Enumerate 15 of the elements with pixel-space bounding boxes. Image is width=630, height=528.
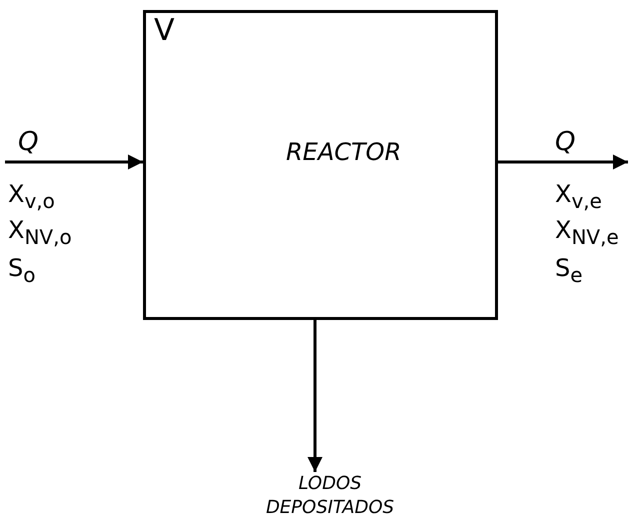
edge-label: Q [555, 128, 576, 156]
reactor-box [143, 10, 498, 320]
box-title: REACTOR [286, 138, 402, 166]
variable-label: X$_{NV,o}$ [8, 216, 72, 249]
arrow [308, 320, 322, 472]
sludge-label: LODOS DEPOSITADOS [264, 472, 396, 520]
volume-label: V [154, 13, 175, 48]
variable-label: X$_{v,o}$ [8, 180, 55, 213]
arrow [498, 154, 628, 170]
edge-label: Q [18, 128, 38, 156]
variable-label: S$_{o}$ [8, 254, 36, 287]
variable-label: S$_{e}$ [555, 254, 583, 287]
variable-label: X$_{v,e}$ [555, 180, 602, 213]
arrow [5, 154, 143, 170]
variable-label: X$_{NV,e}$ [555, 216, 619, 249]
